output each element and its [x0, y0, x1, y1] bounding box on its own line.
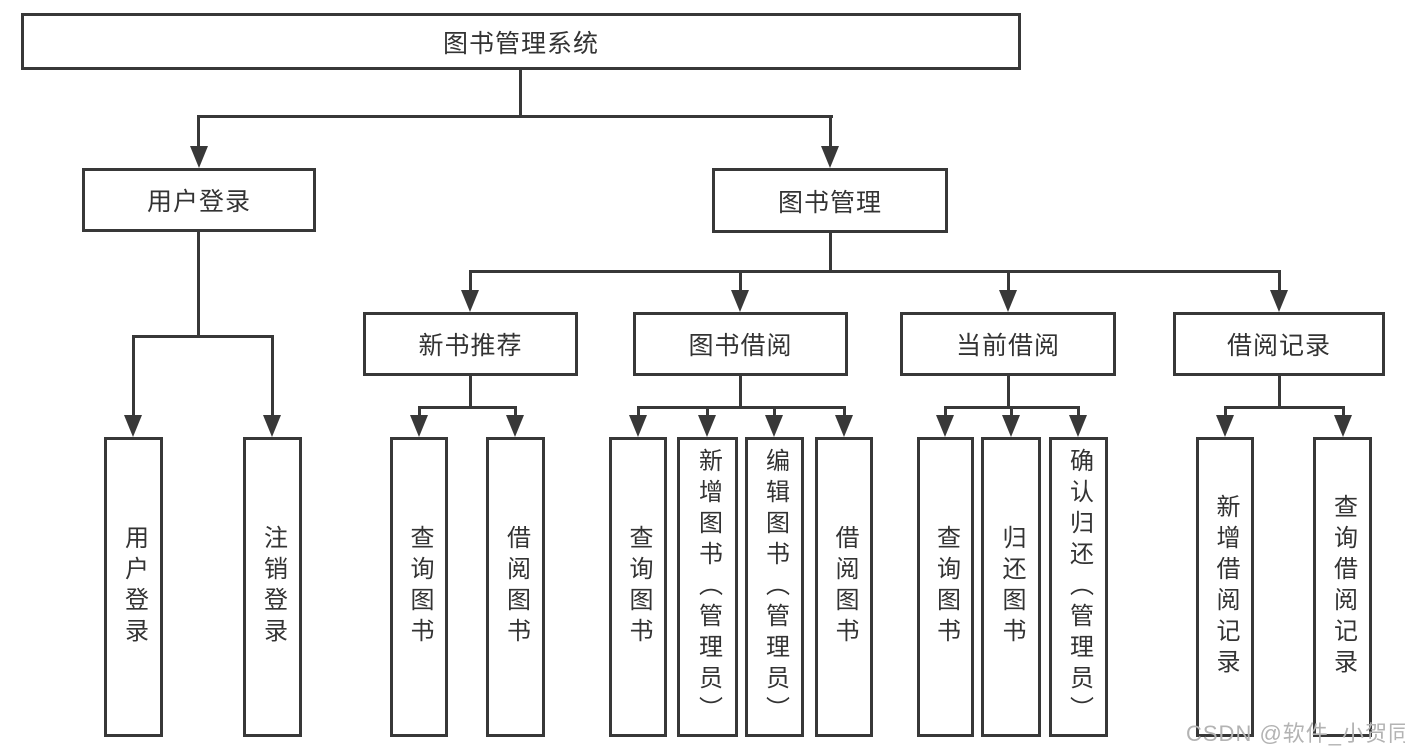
- connector-line: [418, 406, 421, 418]
- connector-line: [1224, 406, 1227, 418]
- arrow-down-icon: [821, 146, 839, 168]
- connector-line: [1224, 406, 1344, 409]
- node-new-books: 新书推荐: [363, 312, 578, 376]
- connector-line: [843, 406, 846, 418]
- connector-line: [739, 270, 742, 292]
- leaf-records-query: 查询借阅记录: [1313, 437, 1372, 737]
- leaf-borrow-borrow: 借阅图书: [815, 437, 873, 737]
- arrow-down-icon: [698, 415, 716, 437]
- connector-line: [197, 232, 200, 338]
- connector-line: [637, 406, 845, 409]
- leaf-records-add: 新增借阅记录: [1196, 437, 1254, 737]
- connector-line: [1010, 406, 1013, 418]
- leaf-current-return: 归还图书: [981, 437, 1041, 737]
- connector-line: [739, 376, 742, 409]
- connector-line: [469, 270, 1281, 273]
- connector-line: [197, 115, 200, 148]
- connector-line: [1007, 376, 1010, 409]
- connector-line: [1342, 406, 1345, 418]
- leaf-newbooks-borrow: 借阅图书: [486, 437, 545, 737]
- node-current-borrow: 当前借阅: [900, 312, 1116, 376]
- arrow-down-icon: [1216, 415, 1234, 437]
- arrow-down-icon: [190, 146, 208, 168]
- arrow-down-icon: [506, 415, 524, 437]
- connector-line: [1278, 376, 1281, 409]
- connector-line: [469, 376, 472, 409]
- connector-line: [1077, 406, 1080, 418]
- leaf-borrow-add: 新增图书（管理员）: [677, 437, 738, 737]
- arrow-down-icon: [999, 290, 1017, 312]
- connector-line: [469, 270, 472, 292]
- arrow-down-icon: [263, 415, 281, 437]
- leaf-newbooks-query: 查询图书: [390, 437, 448, 737]
- node-book-borrow: 图书借阅: [633, 312, 848, 376]
- connector-line: [132, 335, 135, 417]
- node-borrow-records: 借阅记录: [1173, 312, 1385, 376]
- leaf-logout: 注销登录: [243, 437, 302, 737]
- connector-line: [944, 406, 947, 418]
- connector-line: [132, 335, 274, 338]
- leaf-borrow-query: 查询图书: [609, 437, 667, 737]
- arrow-down-icon: [835, 415, 853, 437]
- connector-line: [829, 115, 832, 148]
- connector-line: [773, 406, 776, 418]
- arrow-down-icon: [1270, 290, 1288, 312]
- arrow-down-icon: [410, 415, 428, 437]
- node-user-login: 用户登录: [82, 168, 316, 232]
- node-root: 图书管理系统: [21, 13, 1021, 70]
- connector-line: [829, 233, 832, 273]
- connector-line: [637, 406, 640, 418]
- connector-line: [1007, 270, 1010, 292]
- arrow-down-icon: [765, 415, 783, 437]
- watermark: CSDN @软件_小贺同学: [1186, 721, 1405, 746]
- leaf-user-login: 用户登录: [104, 437, 163, 737]
- connector-line: [514, 406, 517, 418]
- connector-line: [271, 335, 274, 417]
- arrow-down-icon: [1334, 415, 1352, 437]
- leaf-current-confirm: 确认归还（管理员）: [1049, 437, 1108, 737]
- arrow-down-icon: [1069, 415, 1087, 437]
- arrow-down-icon: [731, 290, 749, 312]
- connector-line: [1278, 270, 1281, 292]
- arrow-down-icon: [461, 290, 479, 312]
- arrow-down-icon: [936, 415, 954, 437]
- node-book-mgmt: 图书管理: [712, 168, 948, 233]
- connector-line: [519, 69, 522, 118]
- arrow-down-icon: [124, 415, 142, 437]
- connector-line: [706, 406, 709, 418]
- leaf-borrow-edit: 编辑图书（管理员）: [745, 437, 804, 737]
- connector-line: [418, 406, 517, 409]
- connector-line: [197, 115, 833, 118]
- arrow-down-icon: [629, 415, 647, 437]
- leaf-current-query: 查询图书: [917, 437, 974, 737]
- arrow-down-icon: [1002, 415, 1020, 437]
